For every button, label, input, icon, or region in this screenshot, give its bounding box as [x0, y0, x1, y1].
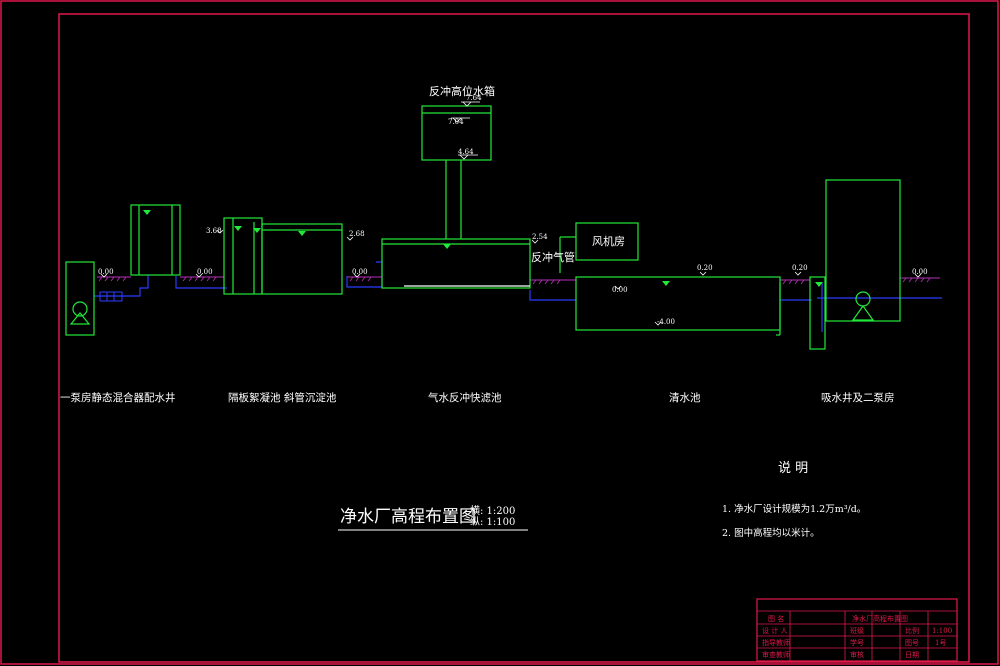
level-tank-water: 7.04 [448, 118, 464, 126]
pump-house-2 [825, 179, 901, 322]
ground-hatch [98, 276, 931, 285]
note-1: 1. 净水厂设计规模为1.2万m³/d。 [722, 503, 866, 515]
tb-designer: 设 计 人 [762, 626, 787, 635]
fan-room-box [575, 222, 639, 261]
sedimentation-tank [261, 223, 343, 295]
level-ground-1: 0.00 [98, 268, 114, 276]
tb-drawing-no: 1号 [935, 639, 946, 647]
level-tank-bottom: 4.64 [458, 148, 474, 156]
unit-label-2: 隔板絮凝池 斜管沉淀池 [228, 391, 337, 404]
scale-horizontal: 横: 1:200 [470, 504, 515, 517]
scale-vertical: 纵: 1:100 [470, 516, 515, 528]
notes-heading: 说 明 [778, 461, 808, 476]
tb-student-no: 学号 [850, 638, 864, 647]
level-ground-3: 0.00 [352, 268, 368, 276]
level-ground-2: 0.00 [197, 268, 213, 276]
water-pipes [94, 261, 942, 332]
level-filter: 2.54 [532, 233, 548, 241]
note-2: 2. 图中高程均以米计。 [722, 527, 820, 539]
backwash-tank [421, 105, 492, 161]
tb-drawing-no-label: 图号 [905, 639, 919, 647]
tb-review: 审核 [850, 650, 864, 659]
pump-2-circle [855, 291, 871, 307]
tb-reviewer: 审查教师 [762, 650, 790, 659]
tb-instructor: 指导教师 [762, 638, 790, 647]
pump-1-base [69, 312, 91, 325]
tb-label-name: 图 名 [768, 614, 784, 623]
level-markers [143, 210, 823, 287]
inner-border [58, 13, 970, 663]
unit-label-4: 清水池 [669, 391, 701, 404]
tb-date: 日期 [905, 651, 919, 659]
mixer [99, 291, 123, 302]
elevation-ticks [100, 101, 922, 326]
pump-2-base [851, 304, 875, 321]
level-sed: 2.68 [349, 230, 365, 238]
rapid-filter [381, 238, 531, 289]
air-pipe-label: 反冲气管 [531, 250, 575, 264]
level-cw-ground: 0.00 [612, 286, 628, 294]
pump-house-1 [65, 261, 95, 336]
tb-class: 班级 [850, 626, 864, 635]
drawing-title: 净水厂高程布置图 [340, 507, 476, 527]
clear-water-tank [575, 276, 781, 331]
tb-scale-label: 比例 [905, 626, 919, 635]
level-floc: 3.68 [206, 227, 222, 235]
level-suction: 0.20 [792, 264, 808, 272]
title-block: 图 名 净水厂高程布置图 设 计 人 班级 比例 1:100 指导教师 学号 图… [756, 598, 958, 662]
suction-well [809, 276, 826, 350]
unit-label-3: 气水反冲快滤池 [428, 391, 502, 404]
level-ground-4: 0.00 [912, 268, 928, 276]
tb-scale-value: 1:100 [932, 627, 952, 635]
fan-room-label: 风机房 [592, 234, 625, 248]
tb-drawing-name: 净水厂高程布置图 [852, 614, 908, 623]
backwash-tank-label: 反冲高位水箱 [429, 84, 495, 98]
distribution-well [130, 204, 181, 276]
pump-1-circle [72, 301, 88, 317]
level-tank-top: 7.64 [466, 94, 482, 102]
unit-label-5: 吸水井及二泵房 [821, 391, 895, 404]
level-cw-bottom: -4.00 [657, 318, 675, 326]
level-cw-top: 0.20 [697, 264, 713, 272]
unit-label-1: 一泵房静态混合器配水井 [60, 391, 176, 404]
